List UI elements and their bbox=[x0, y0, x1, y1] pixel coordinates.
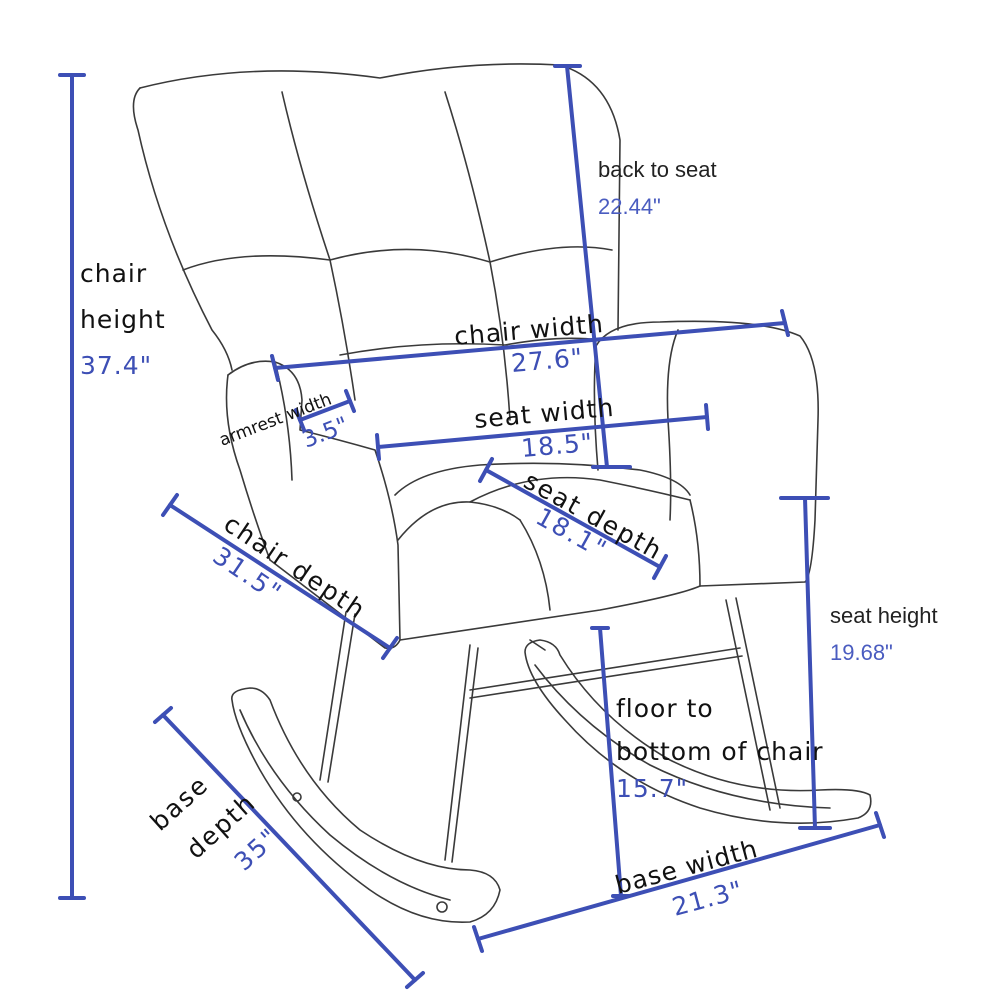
seat-height-dimension-line bbox=[779, 496, 832, 830]
chair-left-rocker bbox=[231, 687, 501, 924]
chair-height-label-line1: chair bbox=[80, 259, 147, 288]
floor-to-bottom-label-line2: bottom of chair bbox=[616, 737, 824, 766]
chair-backrest bbox=[132, 63, 621, 421]
dimension-lines bbox=[58, 64, 886, 989]
chair-depth-dimension-line bbox=[161, 493, 399, 660]
chair-height-dimension-line bbox=[58, 73, 86, 900]
seat-width-value: 18.5" bbox=[520, 428, 594, 463]
chair-height-label-line2: height bbox=[80, 305, 166, 334]
seat-height-label: seat height bbox=[830, 603, 938, 628]
base-width-dimension-line bbox=[472, 811, 886, 953]
floor-to-bottom-label-line1: floor to bbox=[616, 694, 714, 723]
floor-to-bottom-value: 15.7" bbox=[616, 774, 688, 803]
back-to-seat-value: 22.44" bbox=[598, 194, 661, 219]
chair-height-value: 37.4" bbox=[80, 351, 152, 380]
chair-right-rocker bbox=[524, 639, 872, 824]
back-to-seat-dimension-line bbox=[553, 64, 632, 469]
chair-width-value: 27.6" bbox=[510, 343, 584, 378]
seat-depth-dimension-line bbox=[478, 457, 668, 580]
chair-width-dimension-line bbox=[270, 309, 790, 382]
seat-width-dimension-line bbox=[375, 403, 710, 461]
base-depth-dimension-line bbox=[153, 706, 425, 989]
chair-seat-cushion bbox=[394, 462, 701, 641]
back-to-seat-label: back to seat bbox=[598, 157, 717, 182]
seat-height-value: 19.68" bbox=[830, 640, 893, 665]
armrest-width-dimension-line bbox=[294, 389, 356, 432]
chair-legs bbox=[319, 597, 781, 863]
